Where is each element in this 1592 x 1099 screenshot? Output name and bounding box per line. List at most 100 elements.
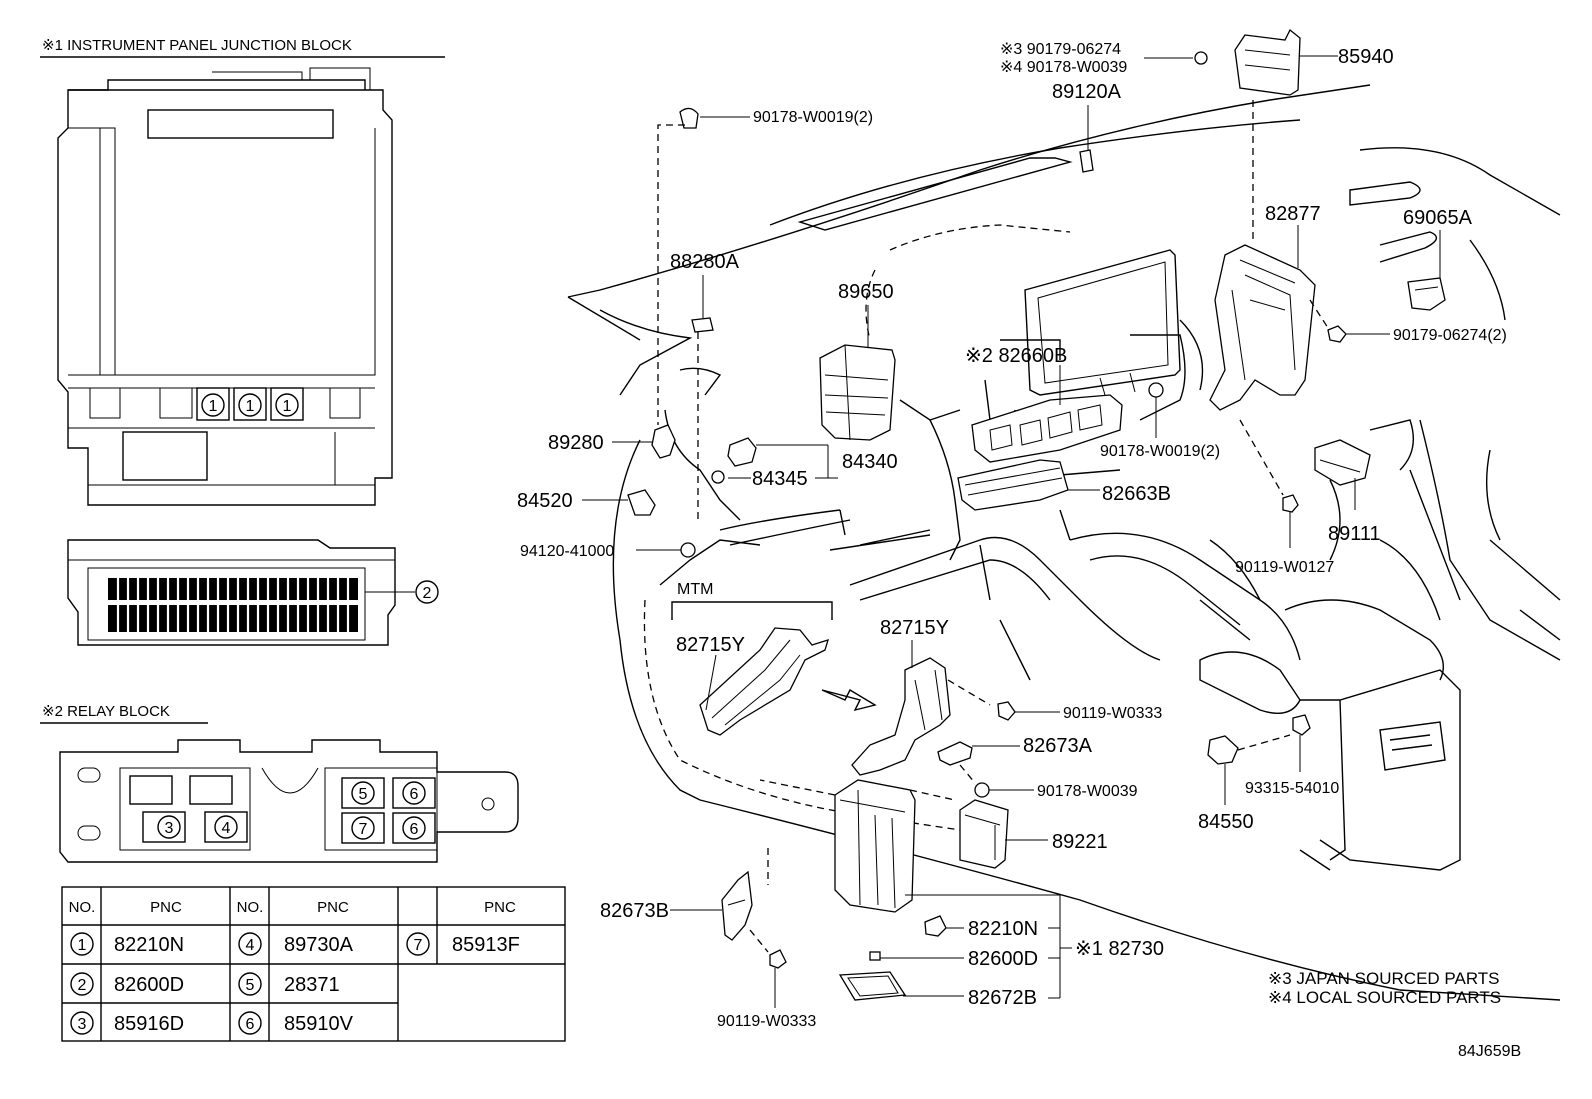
part-84340-drawing <box>711 437 838 484</box>
part-88280a-drawing <box>691 275 714 520</box>
callout-1b: 1 <box>246 398 255 415</box>
label-84520: 84520 <box>517 490 573 512</box>
label-90179-06274-jp: ※3 90179-06274 <box>1000 41 1121 58</box>
part-84550-drawing <box>1207 734 1291 805</box>
part-clip-mid-drawing <box>1148 382 1164 438</box>
table-header-no-1: NO. <box>69 899 96 916</box>
note-japan-sourced: ※3 JAPAN SOURCED PARTS <box>1268 969 1500 988</box>
table-row3-no-a: 3 <box>78 1016 87 1033</box>
callout-7: 7 <box>359 821 368 838</box>
label-90178-w0019-mid: 90178-W0019(2) <box>1100 443 1220 460</box>
pnc-table: NO. PNC NO. PNC PNC 1 82210N 4 89730A 7 … <box>61 886 566 1042</box>
sourcing-notes: ※3 JAPAN SOURCED PARTS ※4 LOCAL SOURCED … <box>1268 969 1501 1007</box>
part-82877-drawing <box>1209 100 1316 411</box>
part-82673b-drawing <box>670 848 769 941</box>
part-89221-drawing <box>959 799 1048 869</box>
table-row1-no-a: 1 <box>78 937 87 954</box>
label-89650: 89650 <box>838 281 894 303</box>
label-84550: 84550 <box>1198 811 1254 833</box>
label-93315-54010: 93315-54010 <box>1245 780 1339 797</box>
part-82672b-drawing <box>838 971 964 1001</box>
label-82673a: 82673A <box>1023 735 1093 757</box>
part-bolt-w0333-a-drawing <box>997 701 1060 721</box>
label-90178-w0039: 90178-W0039 <box>1037 783 1138 800</box>
part-89650-drawing <box>819 305 896 441</box>
display-screen-drawing <box>1024 249 1181 396</box>
table-header-pnc-3: PNC <box>484 899 516 916</box>
mtm-group <box>671 601 877 736</box>
label-82877: 82877 <box>1265 203 1321 225</box>
table-row3-pnc-b: 85910V <box>284 1013 354 1035</box>
label-90119-w0127: 90119-W0127 <box>1235 559 1334 576</box>
label-90119-w0333-a: 90119-W0333 <box>1063 705 1162 722</box>
table-row1-no-b: 4 <box>246 937 255 954</box>
label-90179-06274-2: 90179-06274(2) <box>1393 327 1507 344</box>
part-bolt-93315-drawing <box>1292 714 1311 772</box>
label-84340: 84340 <box>842 451 898 473</box>
label-82715y-right: 82715Y <box>880 617 949 639</box>
table-row1-pnc-a: 82210N <box>114 934 184 956</box>
part-clip-w0039-drawing <box>959 764 1034 798</box>
note-local-sourced: ※4 LOCAL SOURCED PARTS <box>1268 988 1501 1007</box>
label-90178-w0019-top: 90178-W0019(2) <box>753 109 873 126</box>
ip-junction-block-section: ※1 INSTRUMENT PANEL JUNCTION BLOCK <box>40 37 445 646</box>
callout-1a: 1 <box>209 398 218 415</box>
label-89280: 89280 <box>548 432 604 454</box>
part-89280-drawing <box>612 424 676 459</box>
dashboard-outline <box>567 84 1561 1001</box>
table-header-no-2: NO. <box>237 899 264 916</box>
label-90119-w0333-b: 90119-W0333 <box>717 1013 816 1030</box>
figure-id: 84J659B <box>1458 1043 1521 1060</box>
label-82673b: 82673B <box>600 900 669 922</box>
label-82672b: 82672B <box>968 987 1037 1009</box>
part-85940-drawing <box>1144 28 1338 96</box>
label-82730: ※1 82730 <box>1075 938 1164 960</box>
callout-3: 3 <box>165 820 174 837</box>
part-84520-drawing <box>582 489 656 516</box>
table-row2-no-b: 5 <box>246 977 255 994</box>
part-bolt-w0127-drawing <box>1239 419 1299 548</box>
callout-4: 4 <box>222 820 231 837</box>
part-89120a-drawing <box>1079 105 1094 173</box>
label-mtm: MTM <box>677 581 713 598</box>
table-row2-pnc-b: 28371 <box>284 974 340 996</box>
table-row2-pnc-a: 82600D <box>114 974 184 996</box>
label-88280a: 88280A <box>670 251 740 273</box>
part-82663b-drawing <box>957 459 1100 511</box>
label-82210n: 82210N <box>968 918 1038 940</box>
part-82673a-drawing <box>937 741 1020 766</box>
table-row3-pnc-a: 85916D <box>114 1013 184 1035</box>
callout-5: 5 <box>359 786 368 803</box>
label-82663b: 82663B <box>1102 483 1171 505</box>
part-clip-top-drawing <box>657 107 750 425</box>
label-94120-41000: 94120-41000 <box>520 543 614 560</box>
label-89111: 89111 <box>1328 523 1381 545</box>
label-82660b: ※2 82660B <box>965 345 1067 367</box>
label-82715y-left: 82715Y <box>676 634 745 656</box>
callout-6a: 6 <box>410 786 419 803</box>
part-82600d-drawing <box>869 951 964 961</box>
part-69065a-drawing <box>1407 230 1446 311</box>
relay-block-outline <box>59 739 519 863</box>
label-90178-w0039-local: ※4 90178-W0039 <box>1000 59 1127 76</box>
table-row3-no-b: 6 <box>246 1016 255 1033</box>
part-94120-drawing <box>636 542 696 558</box>
part-labels: 85940 ※3 90179-06274 ※4 90178-W0039 8912… <box>517 41 1507 1030</box>
callout-6b: 6 <box>410 821 419 838</box>
junction-block-connector-view: 2 <box>67 539 439 646</box>
label-84345: 84345 <box>752 468 808 490</box>
section-title-relay-block: ※2 RELAY BLOCK <box>42 703 170 720</box>
callout-2: 2 <box>423 585 432 602</box>
table-header-pnc-1: PNC <box>150 899 182 916</box>
part-89111-drawing <box>1314 439 1371 510</box>
table-row1-no-c: 7 <box>414 937 423 954</box>
label-82600d: 82600D <box>968 948 1038 970</box>
label-89120a: 89120A <box>1052 81 1122 103</box>
callout-1c: 1 <box>283 398 292 415</box>
table-row1-pnc-c: 85913F <box>452 934 520 956</box>
table-header-pnc-2: PNC <box>317 899 349 916</box>
relay-block-section: ※2 RELAY BLOCK 3 4 5 6 7 6 <box>40 703 519 863</box>
part-nut-right-drawing <box>1309 299 1390 343</box>
part-bolt-w0333-b-drawing <box>749 929 787 1008</box>
